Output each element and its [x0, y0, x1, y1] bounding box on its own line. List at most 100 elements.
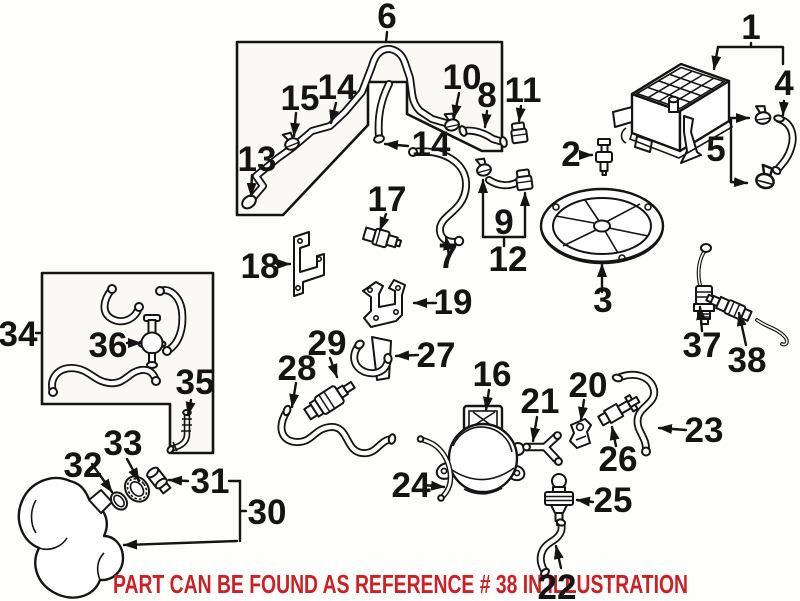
callout-23: 23 — [685, 411, 724, 450]
arrow-1 — [711, 45, 722, 71]
hose-23 — [611, 370, 659, 457]
callout-15: 15 — [281, 79, 320, 118]
callout-2: 2 — [561, 135, 580, 174]
check-valve-36 — [137, 314, 167, 369]
callout-5: 5 — [706, 130, 725, 169]
hose-24 — [416, 435, 454, 502]
valve-2 — [595, 138, 613, 176]
callout-25: 25 — [594, 481, 633, 520]
callout-34: 34 — [0, 315, 38, 354]
hose-end-13 — [241, 194, 257, 210]
callout-1: 1 — [741, 8, 760, 47]
arrow-38 — [736, 311, 748, 347]
hose-end-14 — [373, 134, 385, 144]
arrow-10 — [451, 91, 462, 120]
callout-7: 7 — [438, 237, 457, 276]
arrow-32 — [90, 462, 114, 494]
arrow-14b — [383, 140, 410, 151]
callout-35: 35 — [176, 363, 215, 402]
oxygen-sensor-37 — [693, 243, 715, 325]
arrow-4 — [778, 99, 789, 117]
callout-brackets — [227, 41, 785, 543]
arrow-37 — [696, 305, 707, 333]
clamp-9 — [473, 155, 494, 179]
callout-19: 19 — [434, 283, 473, 322]
callout-10: 10 — [443, 58, 482, 97]
arrow-14a — [329, 101, 340, 125]
valve-29 — [303, 380, 356, 421]
bracket-19 — [362, 279, 406, 328]
callout-4: 4 — [774, 64, 794, 103]
callout-14b: 14 — [412, 125, 451, 164]
callout-9: 9 — [494, 203, 513, 242]
hose-28 — [277, 404, 397, 458]
valve-25 — [544, 473, 574, 526]
arrow-30 — [122, 539, 239, 550]
callout-27: 27 — [417, 336, 456, 375]
cover-plate-3 — [539, 187, 665, 265]
callout-20: 20 — [569, 366, 608, 405]
arrow-8 — [481, 109, 492, 129]
callout-12: 12 — [489, 240, 528, 279]
callout-16: 16 — [473, 355, 512, 394]
hose-assembly-6 — [241, 44, 529, 210]
callout-22: 22 — [538, 568, 577, 601]
callout-17: 17 — [368, 180, 407, 219]
arrow-17 — [378, 212, 390, 232]
callout-8: 8 — [477, 76, 496, 115]
fitting-9 — [514, 168, 534, 192]
arrow-13 — [246, 173, 257, 198]
callout-arrows — [90, 45, 789, 570]
y-connector-21 — [522, 431, 563, 466]
callout-6-tick — [384, 30, 389, 44]
callout-36: 36 — [89, 326, 128, 365]
clamp-5-upper — [752, 103, 773, 126]
arrow-21 — [530, 415, 541, 443]
fitting-11 — [509, 121, 529, 145]
arrow-20 — [577, 398, 588, 422]
reference-note: PART CAN BE FOUND AS REFERENCE # 38 IN I… — [113, 569, 688, 599]
arrow-25 — [575, 496, 595, 507]
callout-33: 33 — [104, 424, 143, 463]
arrow-26 — [609, 425, 620, 448]
sensor-26 — [597, 394, 641, 427]
hose-4 — [771, 114, 797, 176]
charcoal-canister-1 — [612, 62, 734, 164]
callout-37: 37 — [683, 326, 722, 365]
pump-boot-30 — [17, 476, 125, 599]
bracket-18 — [293, 231, 325, 297]
clip-20 — [569, 418, 592, 449]
callout-14a: 14 — [318, 68, 357, 107]
callout-18: 18 — [241, 247, 280, 286]
callout-30: 30 — [248, 493, 287, 532]
arrow-7 — [443, 235, 453, 258]
seal-ring-32 — [109, 491, 129, 511]
callout-11: 11 — [505, 71, 542, 110]
callout-38: 38 — [728, 341, 767, 380]
callout-32: 32 — [64, 446, 103, 485]
arrow-33 — [125, 457, 141, 483]
callout-31: 31 — [191, 462, 230, 501]
hose-set-12 — [473, 155, 534, 192]
callout-24: 24 — [392, 466, 431, 505]
connector-27 — [350, 336, 393, 381]
arrow-15 — [290, 111, 301, 138]
callout-28: 28 — [278, 349, 317, 388]
arrow-28 — [289, 381, 300, 409]
arrow-29 — [327, 356, 339, 379]
arrow-11 — [515, 104, 526, 123]
callout-21: 21 — [521, 382, 560, 421]
arrow-27 — [394, 350, 420, 361]
arrow-5-lower — [729, 177, 749, 188]
arrow-23 — [657, 423, 688, 434]
callout-29: 29 — [308, 324, 347, 363]
arrow-24 — [422, 480, 446, 491]
callout-3: 3 — [593, 281, 612, 320]
callout-13: 13 — [238, 140, 277, 179]
arrow-31 — [167, 475, 190, 486]
hose-22 — [536, 518, 567, 578]
arrow-22 — [554, 544, 564, 570]
